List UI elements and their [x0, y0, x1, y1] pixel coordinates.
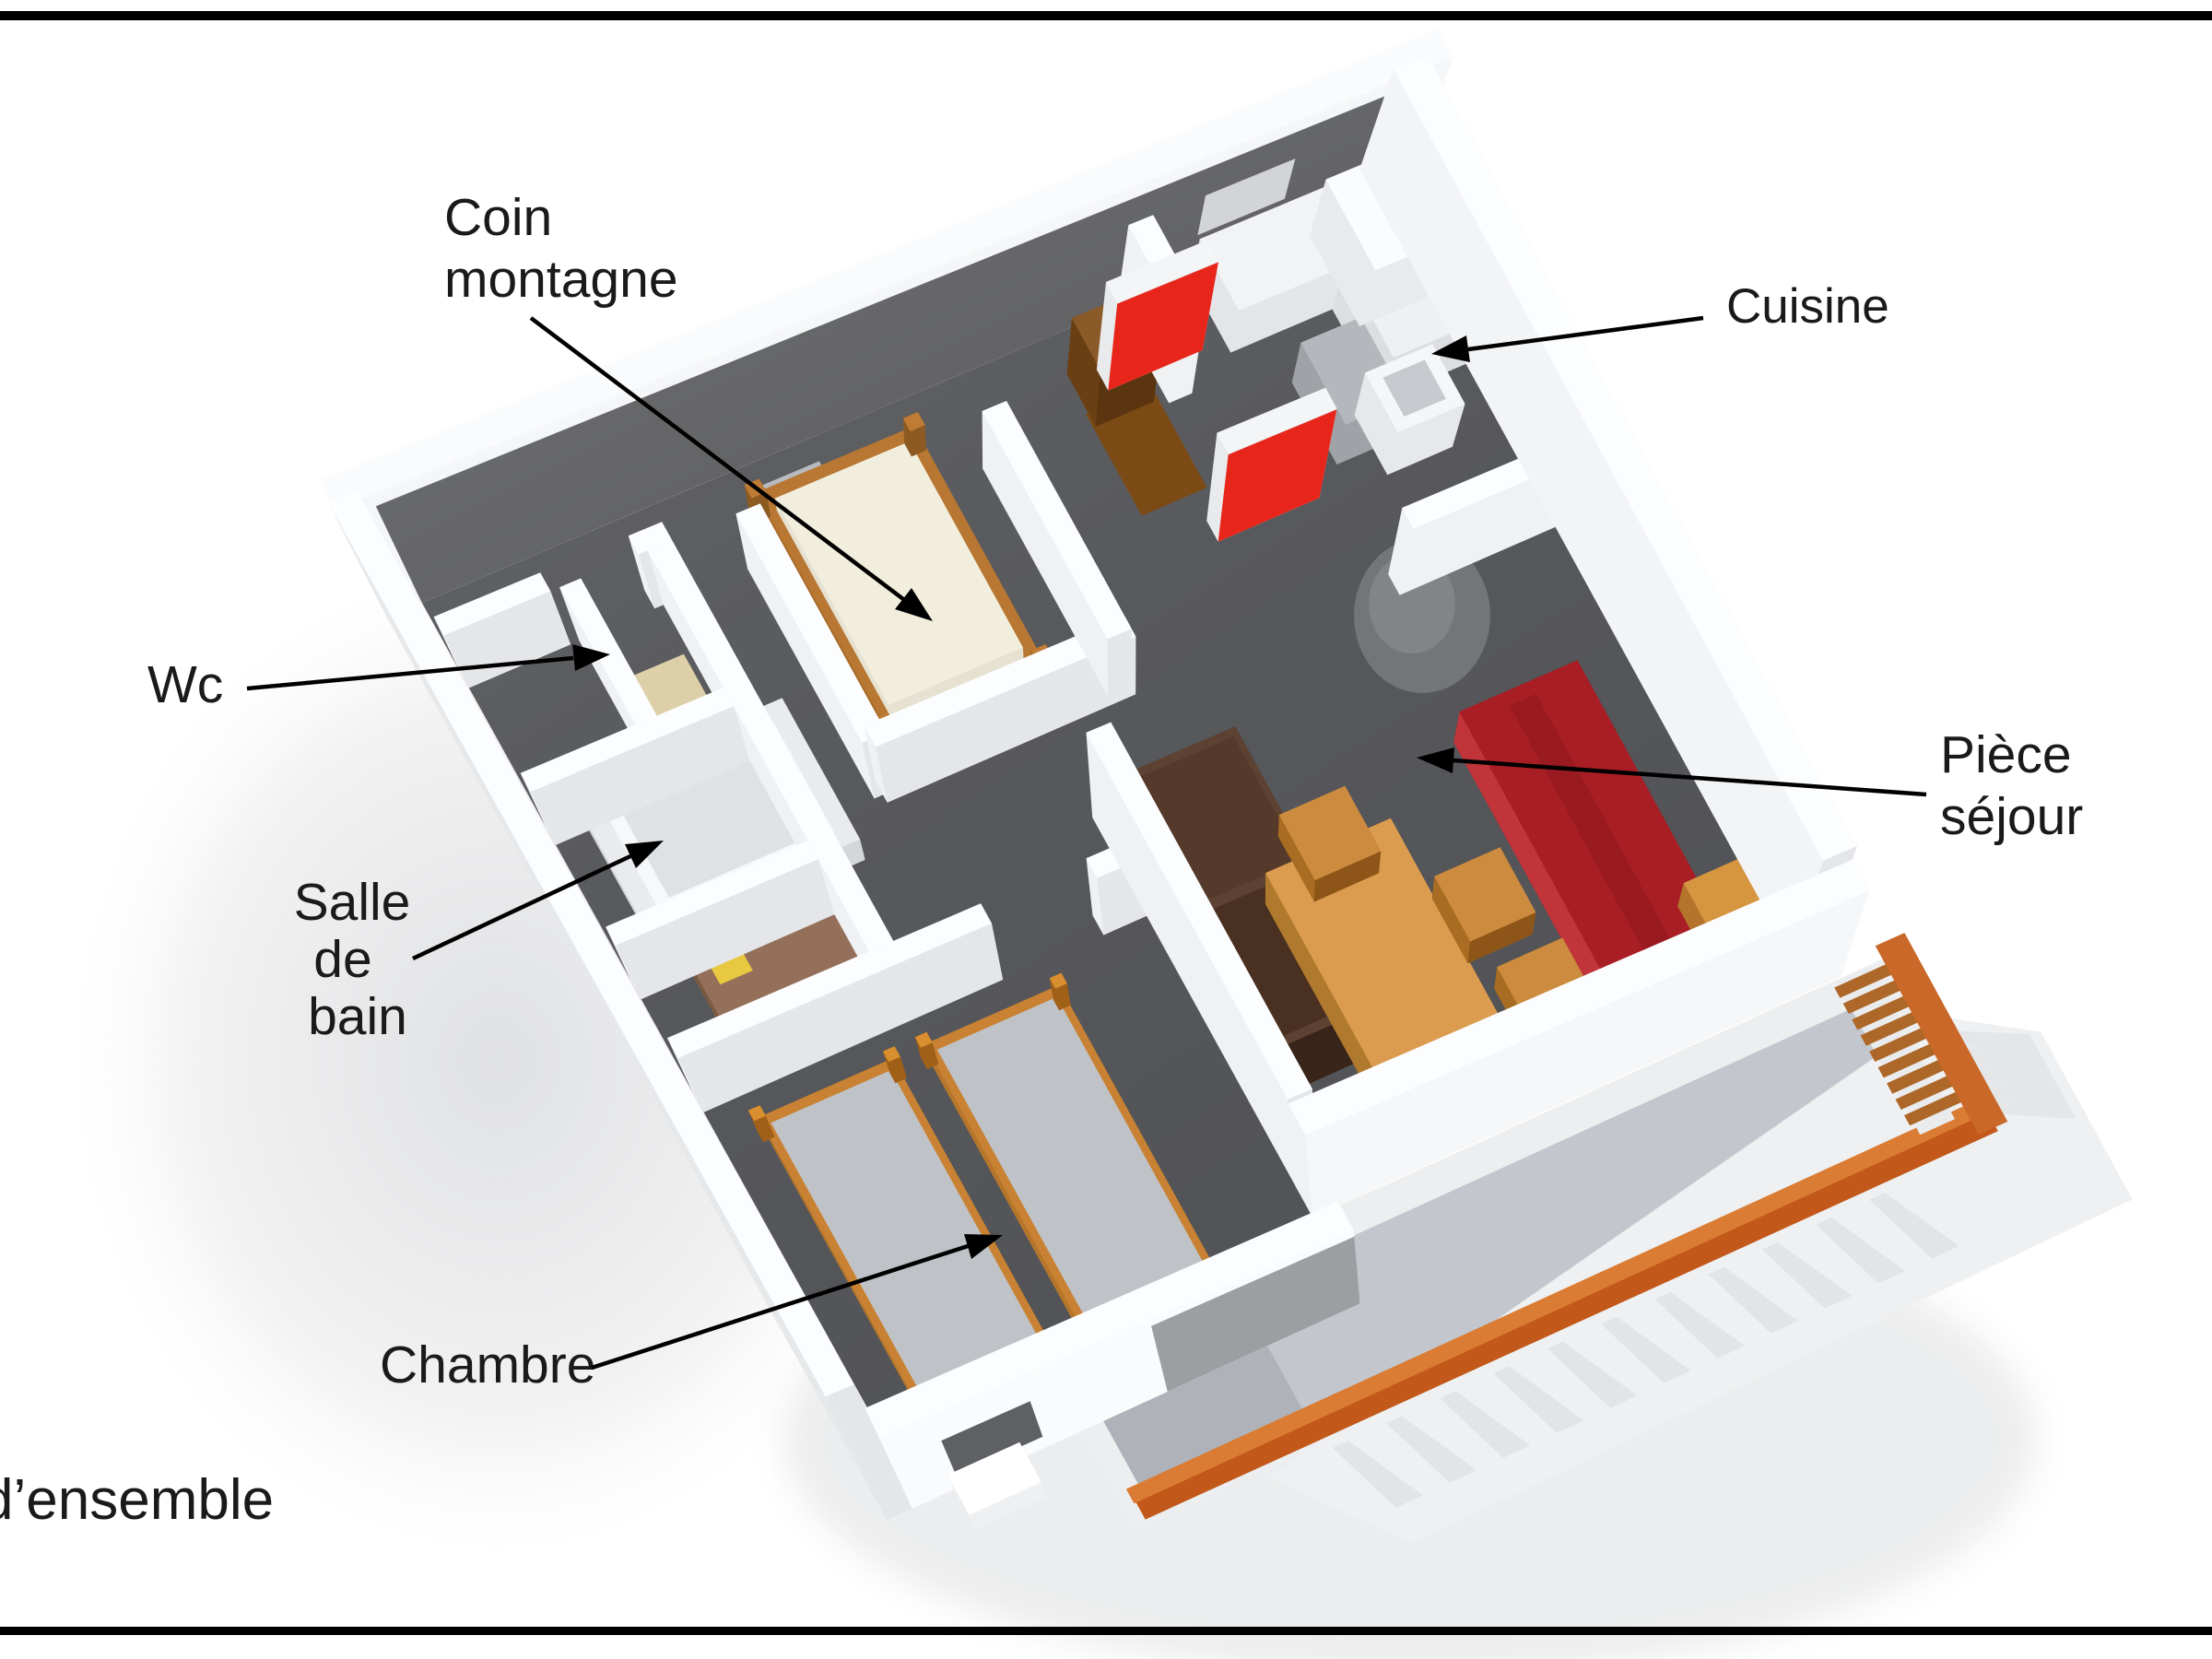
- svg-text:Coin: Coin: [444, 188, 552, 247]
- svg-text:séjour: séjour: [1940, 787, 2083, 846]
- svg-text:Cuisine: Cuisine: [1726, 279, 1889, 334]
- svg-text:bain: bain: [308, 987, 407, 1046]
- svg-text:Wc: Wc: [147, 655, 223, 714]
- svg-text:d’ensemble: d’ensemble: [0, 1468, 274, 1532]
- svg-text:de: de: [313, 930, 371, 989]
- svg-text:Chambre: Chambre: [380, 1335, 595, 1394]
- svg-text:montagne: montagne: [444, 250, 678, 309]
- svg-text:Salle: Salle: [294, 873, 411, 932]
- svg-text:Pièce: Pièce: [1940, 725, 2072, 784]
